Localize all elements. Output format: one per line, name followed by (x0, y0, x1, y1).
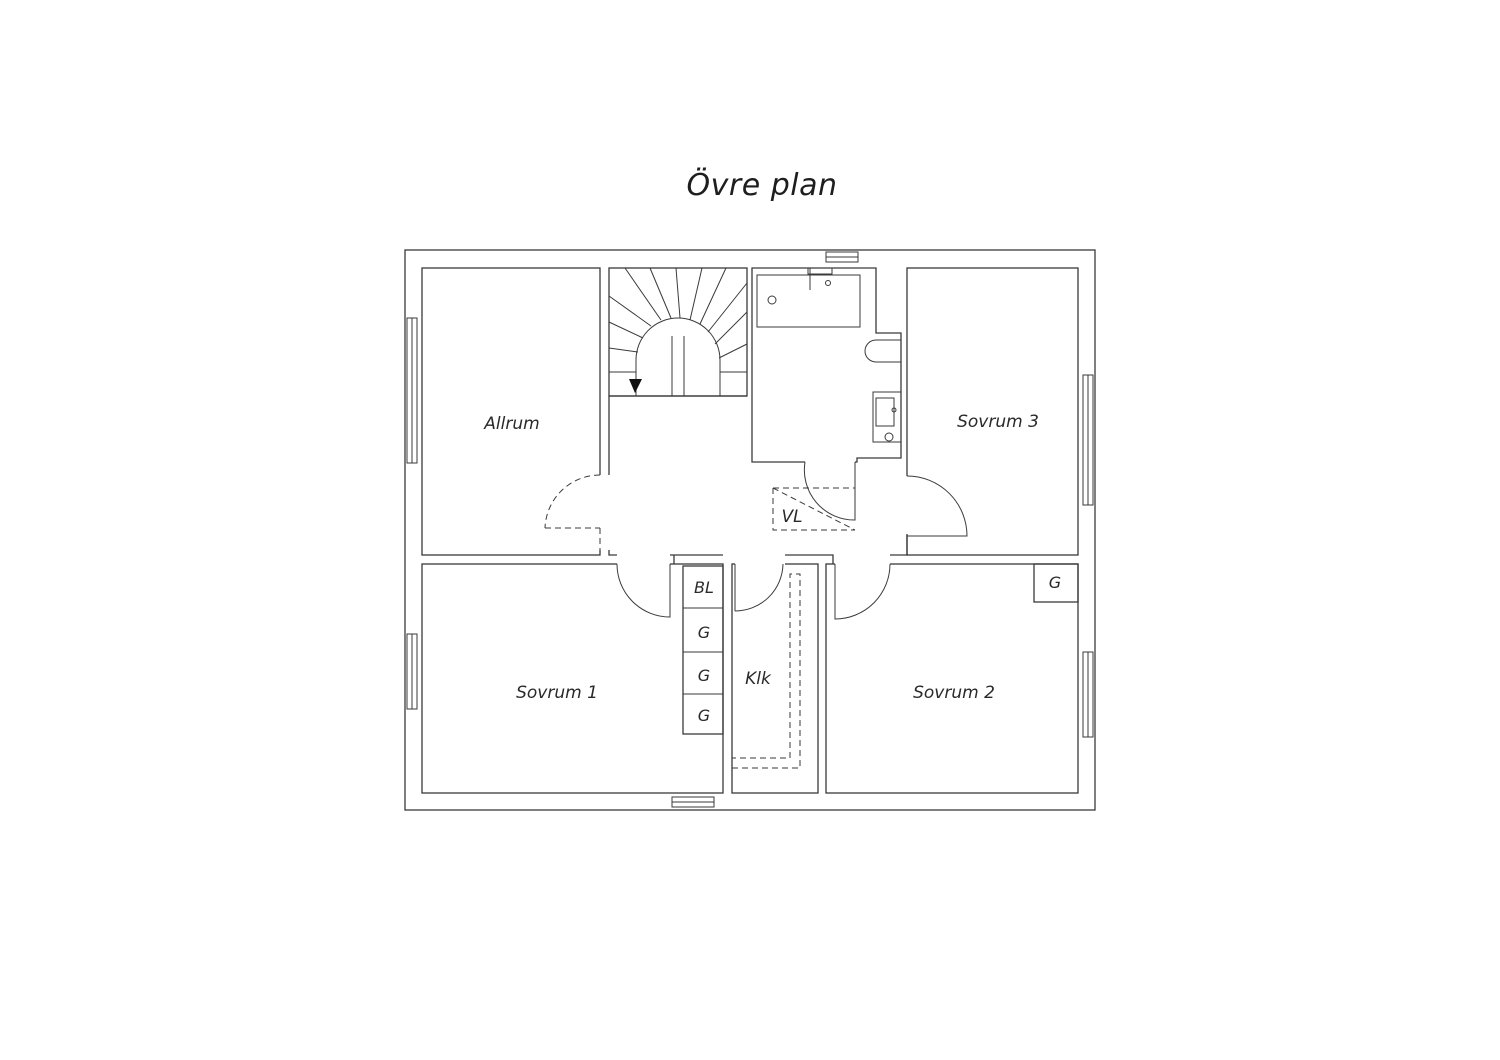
room-allrum (421, 267, 601, 556)
door-swing-bathroom (803, 461, 856, 521)
corridor-wall-left (608, 396, 674, 556)
stair-direction-arrow-icon (629, 379, 642, 393)
door-swing-allrum (544, 474, 601, 529)
label-bl: BL (694, 578, 714, 597)
sovrum3-corridor-wall (890, 535, 908, 556)
door-swing-sovrum-2 (834, 563, 891, 620)
label-sovrum-1: Sovrum 1 (516, 683, 598, 703)
label-g-2: G (698, 666, 710, 685)
outer-wall-outer (404, 249, 1096, 811)
door-swing-sovrum-3 (906, 475, 968, 537)
staircase-treads (608, 267, 748, 396)
bathroom (751, 267, 902, 463)
bathtub-icon (756, 274, 861, 328)
closet-wall (673, 554, 723, 564)
label-klk: Klk (745, 669, 772, 689)
label-vl: VL (781, 507, 802, 527)
door-swing-klk (734, 563, 784, 612)
label-sovrum-2: Sovrum 2 (913, 683, 995, 703)
klk-top-wall (785, 554, 834, 564)
door-swing-sovrum-1 (616, 563, 671, 618)
room-sovrum-2 (825, 563, 1079, 794)
toilet-icon (864, 339, 902, 363)
label-allrum: Allrum (483, 414, 539, 434)
label-g-3: G (698, 706, 710, 725)
windows (406, 251, 1094, 808)
room-sovrum-1 (421, 563, 724, 794)
label-sovrum-3: Sovrum 3 (957, 412, 1039, 432)
wardrobe-sovrum-2 (1033, 563, 1079, 603)
klk-shelf (732, 573, 801, 769)
room-sovrum-3 (906, 267, 1079, 556)
label-g-sovrum-2: G (1049, 573, 1061, 592)
vl-area (772, 487, 856, 531)
page-title: Övre plan (686, 168, 838, 203)
sink-icon (872, 391, 902, 443)
wardrobe-column (682, 565, 724, 735)
label-g-1: G (698, 623, 710, 642)
